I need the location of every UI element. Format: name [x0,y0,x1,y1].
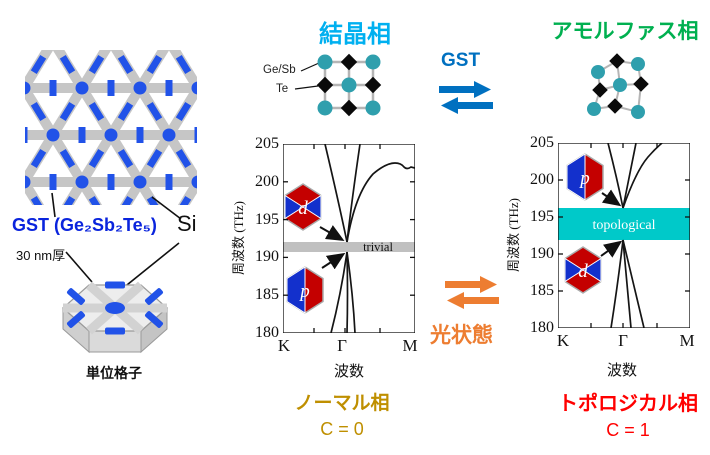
si-material-label: Si [177,211,197,236]
right-plot-xlabel: 波数 [606,362,637,379]
right-ytick-185: 185 [530,282,554,299]
thickness-label: 30 nm厚 [16,248,66,263]
left-inset-top-label: d [298,198,308,219]
gst-material-label: GST (Ge₂Sb₂Te₅) [12,215,157,235]
topological-chern-number: C = 1 [606,420,650,440]
d-inset-arrow [600,240,623,258]
right-xtick-M: M [679,331,695,350]
normal-phase-label: ノーマル相 [294,393,390,414]
crystal-phase-title: 結晶相 [319,21,391,48]
left-xtick-G: Γ [337,336,347,355]
d-orbital-inset: d [284,183,322,231]
trivial-gap-band [283,242,415,252]
left-ytick-205: 205 [255,135,279,152]
left-xtick-M: M [402,336,418,355]
left-ytick-200: 200 [255,173,279,190]
right-band-plot-area: topological p d [558,143,690,328]
d-inset-arrow [319,225,345,241]
right-inset-top-label: p [578,168,590,189]
normal-chern-number: C = 0 [320,419,364,439]
left-ytick-185: 185 [255,286,279,303]
amorphous-phase-title: アモルファス相 [551,20,699,43]
p-inset-arrow [601,189,622,207]
atom-label-gesb: Ge/Sb [263,64,296,76]
topological-phase-label: トポロジカル相 [558,393,698,415]
atom-label-te: Te [276,83,289,95]
left-xtick-K: K [277,336,291,355]
right-ytick-180: 180 [530,319,554,336]
p-inset-arrow [321,252,346,270]
unit-cell-image [62,281,168,354]
topological-gap-band [558,208,690,240]
crystal-lattice-diagram [294,53,382,117]
light-state-arrows-icon [445,276,499,309]
right-ytick-195: 195 [530,208,554,225]
right-xtick-K: K [556,331,570,350]
si-gst-lattice-image [25,50,197,205]
amorphous-lattice-diagram [587,53,649,119]
gst-toggle-label: GST [441,50,481,71]
right-ytick-190: 190 [530,245,554,262]
right-ytick-205: 205 [530,134,554,151]
right-ytick-200: 200 [530,171,554,188]
light-state-label: 光状態 [430,324,493,347]
left-plot-ylabel: 周波数 (THz) [231,201,246,276]
right-inset-bottom-label: d [578,261,588,282]
left-inset-bottom-label: p [298,281,310,302]
left-band-plot: 周波数 (THz) 205 200 195 190 185 180 trivia… [225,130,435,380]
left-band-plot-area: trivial d p [283,144,415,333]
left-plot-xlabel: 波数 [333,363,364,380]
topological-gap-label: topological [593,218,656,233]
gst-phase-arrows-icon [439,81,493,114]
left-ytick-180: 180 [255,324,279,341]
right-xtick-G: Γ [618,331,628,350]
p-orbital-inset: p [566,153,604,201]
unit-cell-label: 単位格子 [86,365,142,381]
p-orbital-inset: p [286,266,324,314]
left-ytick-190: 190 [255,248,279,265]
left-ytick-195: 195 [255,211,279,228]
trivial-gap-label: trivial [363,240,393,254]
d-orbital-inset: d [564,246,602,294]
right-band-plot: 周波数 (THz) 205 200 195 190 185 180 topolo… [498,129,710,379]
right-plot-ylabel: 周波数 (THz) [506,198,521,273]
